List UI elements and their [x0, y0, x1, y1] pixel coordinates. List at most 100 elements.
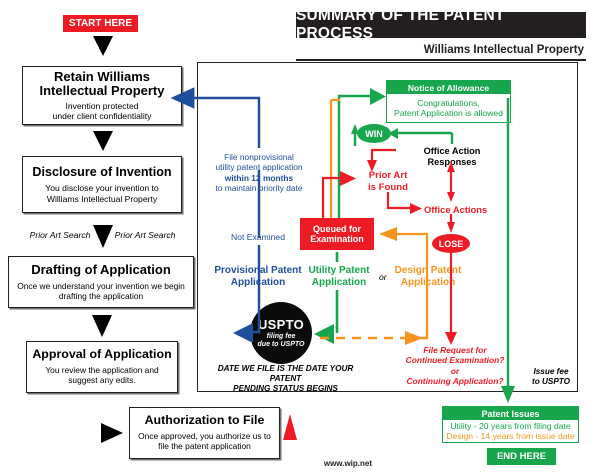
step-approval-desc-line2: suggest any edits.: [68, 375, 136, 386]
prior-art-search-label-left: Prior Art Search: [22, 230, 98, 240]
arrow-into-uspto-green: [314, 324, 334, 344]
step-approval-desc-line1: You review the application and: [45, 365, 159, 376]
arrow-prior-art-to-office-actions: [410, 203, 422, 214]
arrow-dashed-to-design: [405, 331, 423, 345]
orange-design-path: [320, 98, 429, 345]
office-action-responses-line1: Office Action: [423, 146, 481, 156]
step-disclosure-of-invention: Disclosure of Invention You disclose you…: [22, 156, 182, 213]
file-request-note: File Request for Continued Examination? …: [392, 345, 518, 386]
step-disclosure-desc-line1: You disclose your invention to: [45, 183, 159, 194]
patent-issues-design-term: Design - 14 years from issue date: [446, 431, 575, 441]
uspto-sub-line2: due to USPTO: [257, 340, 305, 348]
file-request-line3: or: [450, 365, 460, 376]
step-authorization-title: Authorization to File: [144, 413, 265, 428]
prior-art-found-line1: Prior Art: [368, 170, 408, 181]
file-nonprovisional-line1: File nonprovisional: [224, 152, 294, 162]
lose-label: LOSE: [438, 238, 464, 249]
uspto-sub-line1: filing fee: [266, 332, 296, 340]
file-request-line1: File Request for: [423, 345, 487, 355]
footer-url-text: www.wip.net: [323, 459, 372, 468]
arrow-to-notice-of-allowance: [370, 88, 386, 105]
step-drafting-desc-line2: drafting the application: [58, 290, 144, 301]
file-request-line4: Continuing Application?: [406, 375, 504, 386]
issue-fee-note: Issue fee to USPTO: [520, 367, 582, 387]
arrow-to-lose: [447, 222, 455, 233]
date-note-line2: PENDING STATUS BEGINS: [233, 384, 338, 393]
or-separator-label: or: [379, 272, 393, 282]
arrow-approval-to-authorization: [101, 423, 123, 443]
red-upward-arrow: [283, 414, 297, 440]
queued-line1: Queued for: [312, 223, 361, 234]
prior-art-search-label-right: Prior Art Search: [107, 230, 183, 240]
uspto-name: USPTO: [257, 316, 305, 332]
green-queued-to-notice: [337, 88, 454, 218]
process-frame: [197, 62, 578, 392]
date-note-line1: DATE WE FILE IS THE DATE YOUR PATENT: [217, 364, 354, 383]
green-utility-path: [314, 252, 339, 344]
end-here-badge: END HERE: [487, 448, 556, 465]
file-nonprovisional-line2: utility patent application: [215, 162, 303, 173]
or-text: or: [379, 272, 387, 282]
step-drafting-of-application: Drafting of Application Once we understa…: [8, 256, 194, 308]
blue-provisional-loop: [170, 87, 261, 343]
win-label: WIN: [365, 128, 383, 139]
office-action-responses-label: Office Action Responses: [400, 146, 504, 168]
prior-art-found-line2: is Found: [368, 181, 408, 193]
arrow-into-queued-orange: [379, 227, 397, 241]
patent-issues-header: Patent Issues: [443, 407, 578, 420]
arrow-office-actions-up: [447, 162, 455, 172]
notice-of-allowance-box: Notice of Allowance Congratulations, Pat…: [386, 80, 511, 123]
end-here-label: END HERE: [496, 451, 547, 462]
step-retain-title-line1: Retain Williams: [54, 68, 150, 84]
step-drafting-title: Drafting of Application: [31, 262, 171, 278]
step-disclosure-desc-line2: Williams Intellectual Property: [46, 193, 158, 204]
utility-patent-application-label: Utility Patent Application: [303, 265, 375, 289]
step-authorization-to-file: Authorization to File Once approved, you…: [129, 407, 280, 459]
uspto-disc: USPTO filing fee due to USPTO: [250, 302, 312, 364]
step-drafting-desc-line1: Once we understand your invention we beg…: [17, 280, 185, 291]
step-retain-desc-line2: under client confidentiality: [52, 111, 152, 122]
filing-date-note: DATE WE FILE IS THE DATE YOUR PATENT PEN…: [203, 364, 368, 394]
black-flow-arrows: [92, 36, 123, 443]
notice-of-allowance-line2: Patent Application is allowed: [394, 108, 503, 118]
step-retain-title-line2: Intellectual Property: [39, 83, 165, 99]
step-disclosure-title: Disclosure of Invention: [32, 165, 172, 180]
lose-badge: LOSE: [432, 234, 470, 253]
page-title-bar: SUMMARY OF THE PATENT PROCESS: [296, 7, 586, 42]
start-here-label: START HERE: [68, 18, 133, 29]
step-approval-of-application: Approval of Application You review the a…: [26, 341, 178, 393]
utility-line2: Application: [311, 277, 367, 289]
file-request-line2: Continued Examination?: [405, 355, 505, 366]
queued-line2: Examination: [310, 234, 364, 244]
footer-url: www.wip.net: [200, 459, 372, 468]
green-issue-path: [501, 98, 515, 403]
step-authorization-desc-line1: Once approved, you authorize us to: [138, 431, 271, 442]
arrow-retain-to-disclosure: [93, 131, 113, 151]
firm-name: Williams Intellectual Property: [423, 44, 584, 56]
step-approval-title: Approval of Application: [32, 347, 172, 362]
arrow-into-uspto-blue: [233, 323, 253, 343]
utility-line1: Utility Patent: [308, 265, 370, 276]
arrow-responses-to-prior-art: [367, 160, 377, 172]
prior-art-search-text-right: Prior Art Search: [114, 230, 176, 240]
queued-for-examination-box: Queued for Examination: [300, 218, 374, 250]
arrow-to-patent-issues: [501, 386, 515, 403]
arrow-office-actions-down: [447, 192, 455, 202]
arrow-into-win: [388, 128, 398, 139]
office-action-responses-line2: Responses: [427, 157, 477, 168]
patent-issues-utility-term: Utility - 20 years from filing date: [450, 420, 571, 431]
step-authorization-desc-line2: file the patent application: [158, 441, 251, 452]
office-actions-text: Office Actions: [424, 204, 488, 215]
page-title: SUMMARY OF THE PATENT PROCESS: [296, 7, 505, 42]
issue-fee-line2: to USPTO: [531, 377, 571, 386]
prior-art-search-text-left: Prior Art Search: [29, 230, 91, 240]
notice-of-allowance-line1: Congratulations,: [417, 97, 480, 108]
issue-fee-line1: Issue fee: [533, 367, 569, 376]
arrow-lose-to-file-request: [445, 332, 457, 345]
red-examination-chain: [321, 148, 457, 345]
win-badge: WIN: [357, 124, 391, 143]
arrow-start-to-retain: [93, 36, 113, 56]
arrow-disclosure-to-drafting: [93, 225, 113, 248]
